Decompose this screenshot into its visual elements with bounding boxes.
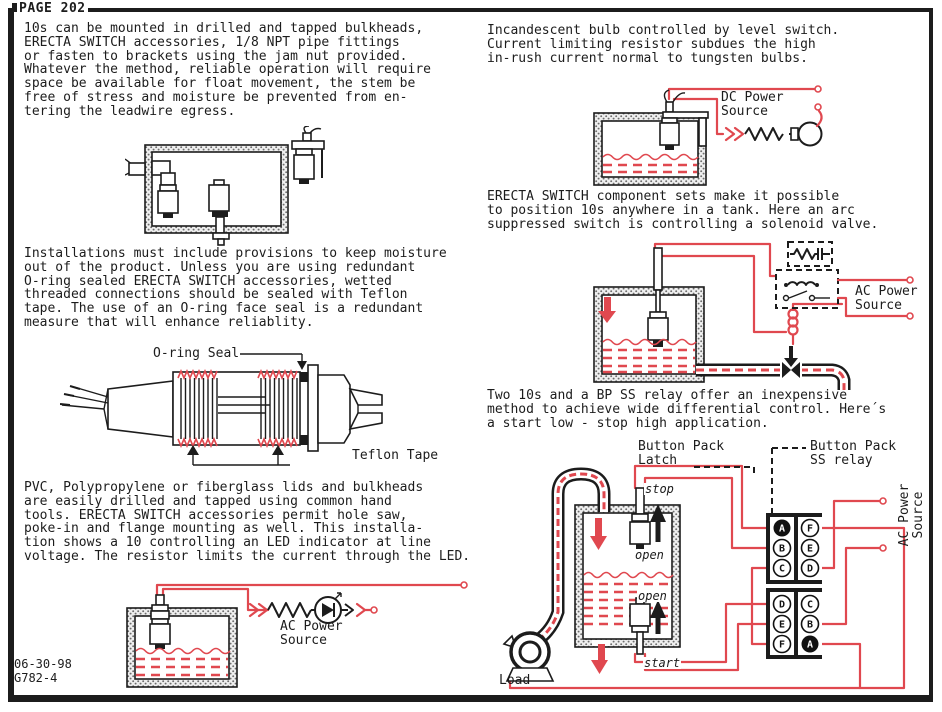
thread-group-right bbox=[257, 368, 298, 449]
start-switch bbox=[629, 597, 666, 655]
differential-control-diagram: A B C F E D D E F C B A bbox=[502, 447, 906, 690]
date-stamp: 06-30-98 bbox=[14, 657, 72, 671]
solenoid-coil bbox=[787, 302, 844, 346]
right-border bbox=[929, 8, 933, 702]
wire-out bbox=[355, 602, 372, 618]
wire-top bbox=[667, 87, 816, 101]
button-pack-latch-label: Button Pack Latch bbox=[638, 439, 725, 468]
paragraph-moisture: Installations must include provisions to… bbox=[24, 246, 447, 330]
paragraph-bulb: Incandescent bulb controlled by level sw… bbox=[487, 23, 840, 66]
button-pack-top: A B C F E D bbox=[766, 513, 822, 584]
wire-return bbox=[815, 109, 823, 128]
water-surface bbox=[135, 647, 231, 655]
button-pack-ss-relay-label: Button Pack SS relay bbox=[810, 439, 897, 468]
bulkhead-nut bbox=[307, 364, 383, 452]
paragraph-mounting: 10s can be mounted in drilled and tapped… bbox=[24, 21, 431, 119]
svg-text:D: D bbox=[779, 600, 785, 611]
button-pack-bottom: D E F C B A bbox=[766, 588, 822, 659]
svg-text:F: F bbox=[807, 524, 813, 535]
solenoid-circuit-diagram bbox=[593, 241, 914, 390]
leadwires bbox=[60, 385, 109, 410]
svg-text:C: C bbox=[779, 564, 785, 575]
svg-text:A: A bbox=[779, 524, 785, 535]
ac-power-label-right: AC Power Source bbox=[855, 284, 918, 313]
svg-text:E: E bbox=[807, 544, 813, 555]
outlet-pipe bbox=[696, 363, 851, 390]
oring-seal-diagram bbox=[60, 353, 383, 466]
float-switch-bottom bbox=[208, 179, 230, 246]
page-title: PAGE 202 bbox=[12, 1, 86, 16]
oring-bottom bbox=[300, 435, 308, 445]
wire-1 bbox=[653, 242, 778, 278]
svg-text:A: A bbox=[807, 640, 813, 651]
oring-top bbox=[300, 372, 308, 382]
teflon-tape-label: Teflon Tape bbox=[352, 448, 439, 463]
svg-text:C: C bbox=[807, 600, 813, 611]
svg-text:B: B bbox=[779, 544, 785, 555]
open-label-top: open bbox=[634, 548, 665, 562]
svg-text:E: E bbox=[779, 620, 785, 631]
svg-text:B: B bbox=[807, 620, 813, 631]
inflow-arrow bbox=[590, 518, 607, 550]
ac-power-label-vertical: AC Power Source bbox=[897, 483, 926, 547]
inflow-arrow bbox=[598, 297, 616, 323]
oring-seal-label: O-ring Seal bbox=[153, 346, 240, 361]
led-circuit-diagram bbox=[126, 581, 468, 688]
water-fill bbox=[603, 163, 697, 174]
led-symbol bbox=[314, 592, 354, 624]
water-surface bbox=[602, 153, 699, 161]
paragraph-relay: Two 10s and a BP SS relay offer an inexp… bbox=[487, 388, 887, 431]
corner-square-icon bbox=[12, 3, 17, 12]
bulb-symbol bbox=[790, 121, 823, 147]
water-fill bbox=[136, 657, 228, 677]
open-label-bottom: open bbox=[637, 589, 668, 603]
paragraph-component: ERECTA SWITCH component sets make it pos… bbox=[487, 189, 879, 232]
dc-power-label: DC Power Source bbox=[721, 90, 784, 119]
float-switch-bracket bbox=[291, 126, 325, 184]
arc-suppressor bbox=[775, 241, 839, 309]
resistor bbox=[248, 602, 315, 618]
water-fill bbox=[603, 348, 695, 374]
wire-circuit bbox=[161, 587, 270, 612]
wire-top bbox=[155, 583, 462, 597]
svg-text:D: D bbox=[807, 564, 813, 575]
left-border bbox=[8, 8, 14, 702]
water-surface bbox=[583, 571, 674, 579]
outflow-arrow bbox=[591, 640, 610, 674]
oring-pointer bbox=[240, 353, 307, 370]
thread-group-left bbox=[177, 368, 218, 449]
stop-label: stop bbox=[644, 482, 675, 496]
pump bbox=[502, 467, 611, 682]
wiring bbox=[508, 464, 906, 690]
resistor bbox=[724, 126, 793, 142]
start-label: start bbox=[643, 656, 682, 670]
water-surface bbox=[602, 338, 697, 346]
stop-switch bbox=[629, 487, 666, 550]
top-rule bbox=[88, 8, 930, 12]
float-switch-stem bbox=[647, 247, 669, 347]
bulb-circuit-diagram bbox=[593, 85, 823, 186]
paragraph-pvc: PVC, Polypropylene or fiberglass lids an… bbox=[24, 480, 471, 564]
cable-jacket bbox=[107, 380, 174, 438]
svg-text:F: F bbox=[779, 640, 785, 651]
valve-symbol bbox=[780, 346, 802, 380]
doc-id: G782-4 bbox=[14, 671, 58, 685]
float-switch-hanging bbox=[659, 89, 709, 150]
ac-wire-2 bbox=[836, 296, 908, 318]
load-label: Load bbox=[499, 673, 531, 688]
float-switch bbox=[149, 594, 171, 649]
ac-power-label-left: AC Power Source bbox=[280, 619, 343, 648]
fitting-body bbox=[172, 371, 301, 446]
latch-pointer bbox=[694, 466, 755, 474]
bottom-border bbox=[8, 695, 933, 702]
mounting-diagram bbox=[125, 126, 325, 246]
teflon-pointer bbox=[187, 445, 290, 466]
float-switch-side bbox=[125, 158, 179, 218]
